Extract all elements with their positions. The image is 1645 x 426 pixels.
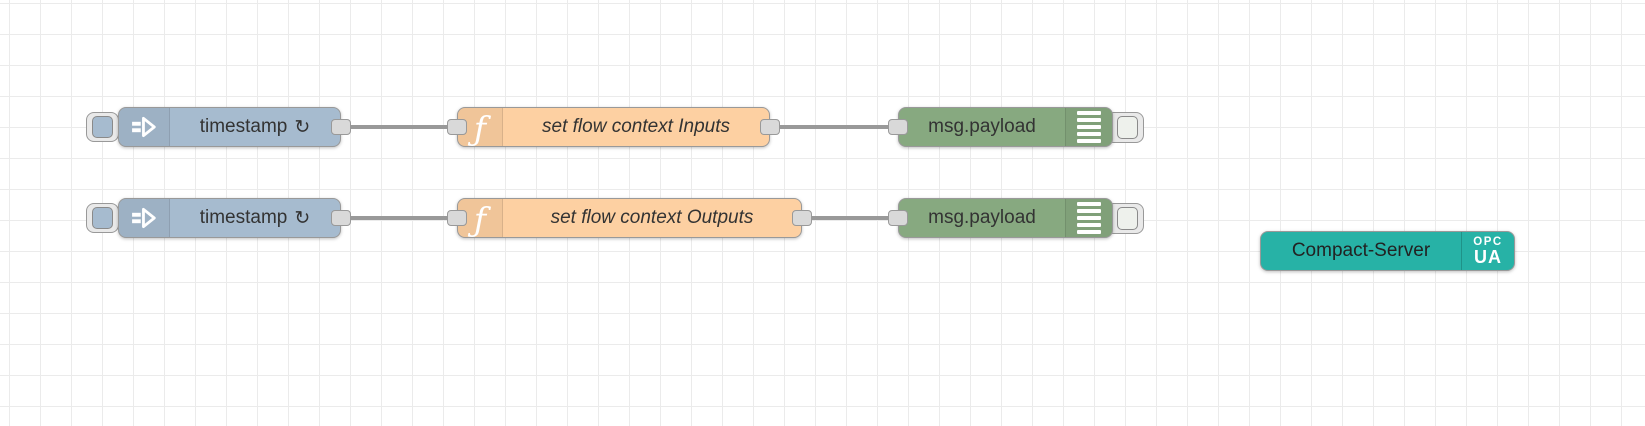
debug-toggle-face[interactable] xyxy=(1117,207,1138,230)
input-port[interactable] xyxy=(447,119,467,135)
inject-icon-region xyxy=(119,108,170,146)
node-label: timestamp ↻ xyxy=(199,207,311,229)
function-icon: ƒ xyxy=(473,108,487,148)
inject-button[interactable] xyxy=(86,203,119,233)
output-port[interactable] xyxy=(331,119,351,135)
input-port[interactable] xyxy=(447,210,467,226)
function-node-set-flow-context-inputs[interactable]: ƒ set flow context Inputs xyxy=(457,107,770,147)
node-label: set flow context Inputs xyxy=(542,116,730,137)
output-port[interactable] xyxy=(760,119,780,135)
debug-node-msg-payload-1[interactable]: msg.payload xyxy=(898,107,1113,147)
repeat-icon: ↻ xyxy=(294,207,311,229)
opcua-compact-server-node[interactable]: Compact-Server OPC UA xyxy=(1260,231,1515,271)
output-port[interactable] xyxy=(331,210,351,226)
node-label: msg.payload xyxy=(928,116,1036,137)
node-label: set flow context Outputs xyxy=(550,207,754,228)
opcua-badge-icon: OPC UA xyxy=(1461,232,1514,270)
debug-icon-region xyxy=(1065,108,1112,146)
wire[interactable] xyxy=(341,216,457,220)
inject-icon-region xyxy=(119,199,170,237)
inject-button[interactable] xyxy=(86,112,119,142)
repeat-icon: ↻ xyxy=(294,116,311,138)
inject-arrow-icon xyxy=(132,116,156,138)
debug-icon xyxy=(1077,111,1101,143)
inject-node-timestamp-1[interactable]: timestamp ↻ xyxy=(118,107,341,147)
function-node-set-flow-context-outputs[interactable]: ƒ set flow context Outputs xyxy=(457,198,802,238)
inject-button-face[interactable] xyxy=(92,116,113,138)
function-icon: ƒ xyxy=(473,199,487,239)
debug-toggle-face[interactable] xyxy=(1117,116,1138,139)
debug-icon-region xyxy=(1065,199,1112,237)
node-label: Compact-Server xyxy=(1291,240,1431,261)
wire[interactable] xyxy=(770,125,898,129)
wire[interactable] xyxy=(802,216,898,220)
output-port[interactable] xyxy=(792,210,812,226)
inject-button-face[interactable] xyxy=(92,207,113,229)
inject-arrow-icon xyxy=(132,207,156,229)
debug-node-msg-payload-2[interactable]: msg.payload xyxy=(898,198,1113,238)
node-label: msg.payload xyxy=(928,207,1036,228)
debug-icon xyxy=(1077,202,1101,234)
input-port[interactable] xyxy=(888,119,908,135)
wire[interactable] xyxy=(341,125,457,129)
node-label: timestamp ↻ xyxy=(199,116,311,138)
inject-node-timestamp-2[interactable]: timestamp ↻ xyxy=(118,198,341,238)
input-port[interactable] xyxy=(888,210,908,226)
